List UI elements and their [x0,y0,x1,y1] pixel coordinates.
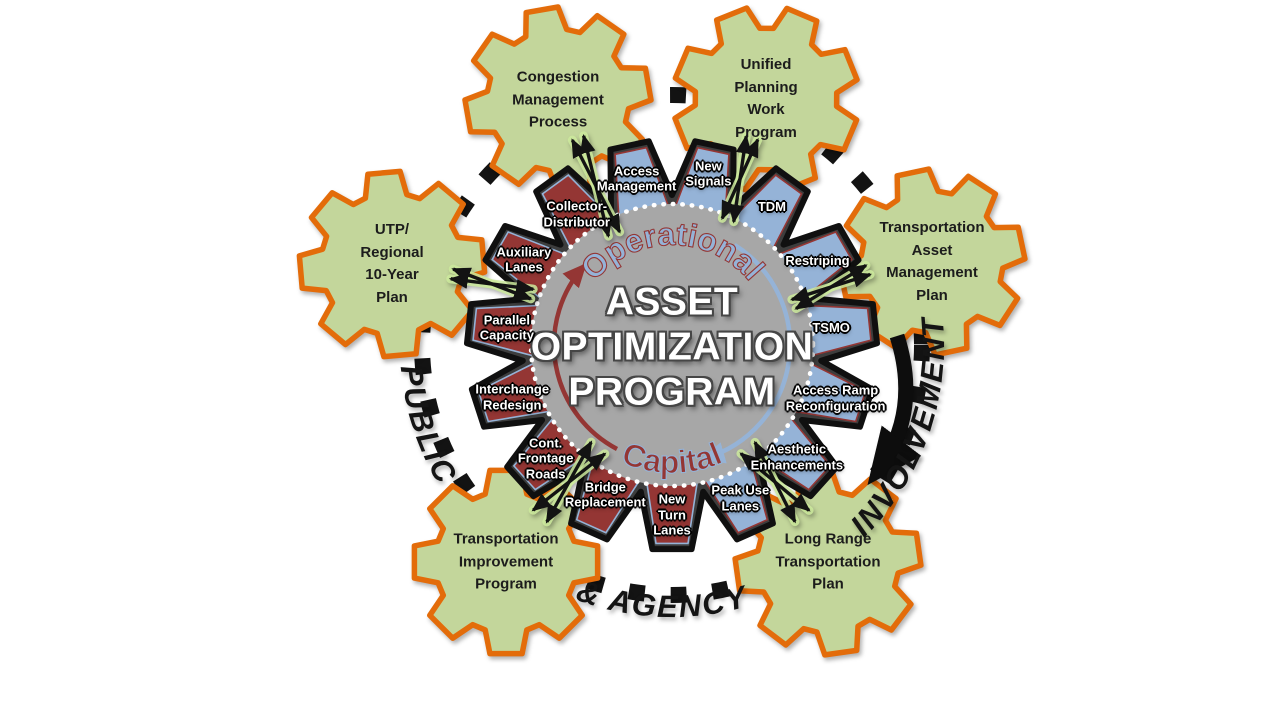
tooth-label-collector-distributor: Collector- Distributor [543,198,610,229]
operational-to-capital-arrow [700,242,793,464]
exchange-arrow [790,272,872,302]
tooth-label-interchange-redesign: Interchange Redesign [475,381,550,412]
tooth-label-access-management: Access Management [596,163,677,194]
clockwise-rotation-arrow [867,333,922,486]
tooth-label-tdm: TDM [757,199,786,215]
capital-to-operational-arrow [551,263,619,451]
tooth-label-cont-frontage-roads: Cont. Frontage Roads [517,435,574,482]
planning-gear-label-unified-planning-work-program: Unified Planning Work Program [734,56,798,141]
exchange-arrow [531,452,607,512]
tooth-label-new-turn-lanes: New Turn Lanes [653,491,691,538]
tooth-label-bridge-replacement: Bridge Replacement [564,479,646,510]
exchange-arrow [579,133,613,239]
public-involvement-dashed-ring [414,87,930,603]
planning-gear-label-transportation-asset-management-plan: Transportation Asset Management Plan [879,219,985,304]
planning-gear-label-long-range-transportation-plan: Long Range Transportation Plan [775,530,881,593]
tooth-label-auxiliary-lanes: Auxiliary Lanes [496,243,552,275]
planning-gear-label-transportation-improvement-program: Transportation Improvement Program [453,530,559,593]
exchange-arrow [451,267,533,301]
central-hub-circle [528,201,816,489]
planning-gear-label-congestion-management-process: Congestion Management Process [512,68,604,131]
program-title: ASSET OPTIMIZATION PROGRAM [530,280,814,414]
tooth-label-access-ramp-reconfiguration: Access Ramp Reconfiguration [785,382,886,414]
tooth-label-new-signals: New Signals [685,158,732,189]
planning-gear-label-utp-regional-10-year-plan: UTP/ Regional 10-Year Plan [360,221,424,306]
tooth-label-aesthetic-enhancements: Aesthetic Enhancements [750,441,844,473]
tooth-label-peak-use-lanes: Peak Use Lanes [711,482,770,514]
exchange-arrow [753,440,797,524]
tooth-label-tsmo: TSMO [812,320,850,336]
planning-gear-utp-regional-10-year-plan [296,168,488,360]
tooth-label-restriping: Restriping [785,253,850,269]
exchange-arrow [720,137,760,221]
tooth-label-parallel-capacity: Parallel Capacity [479,312,534,343]
